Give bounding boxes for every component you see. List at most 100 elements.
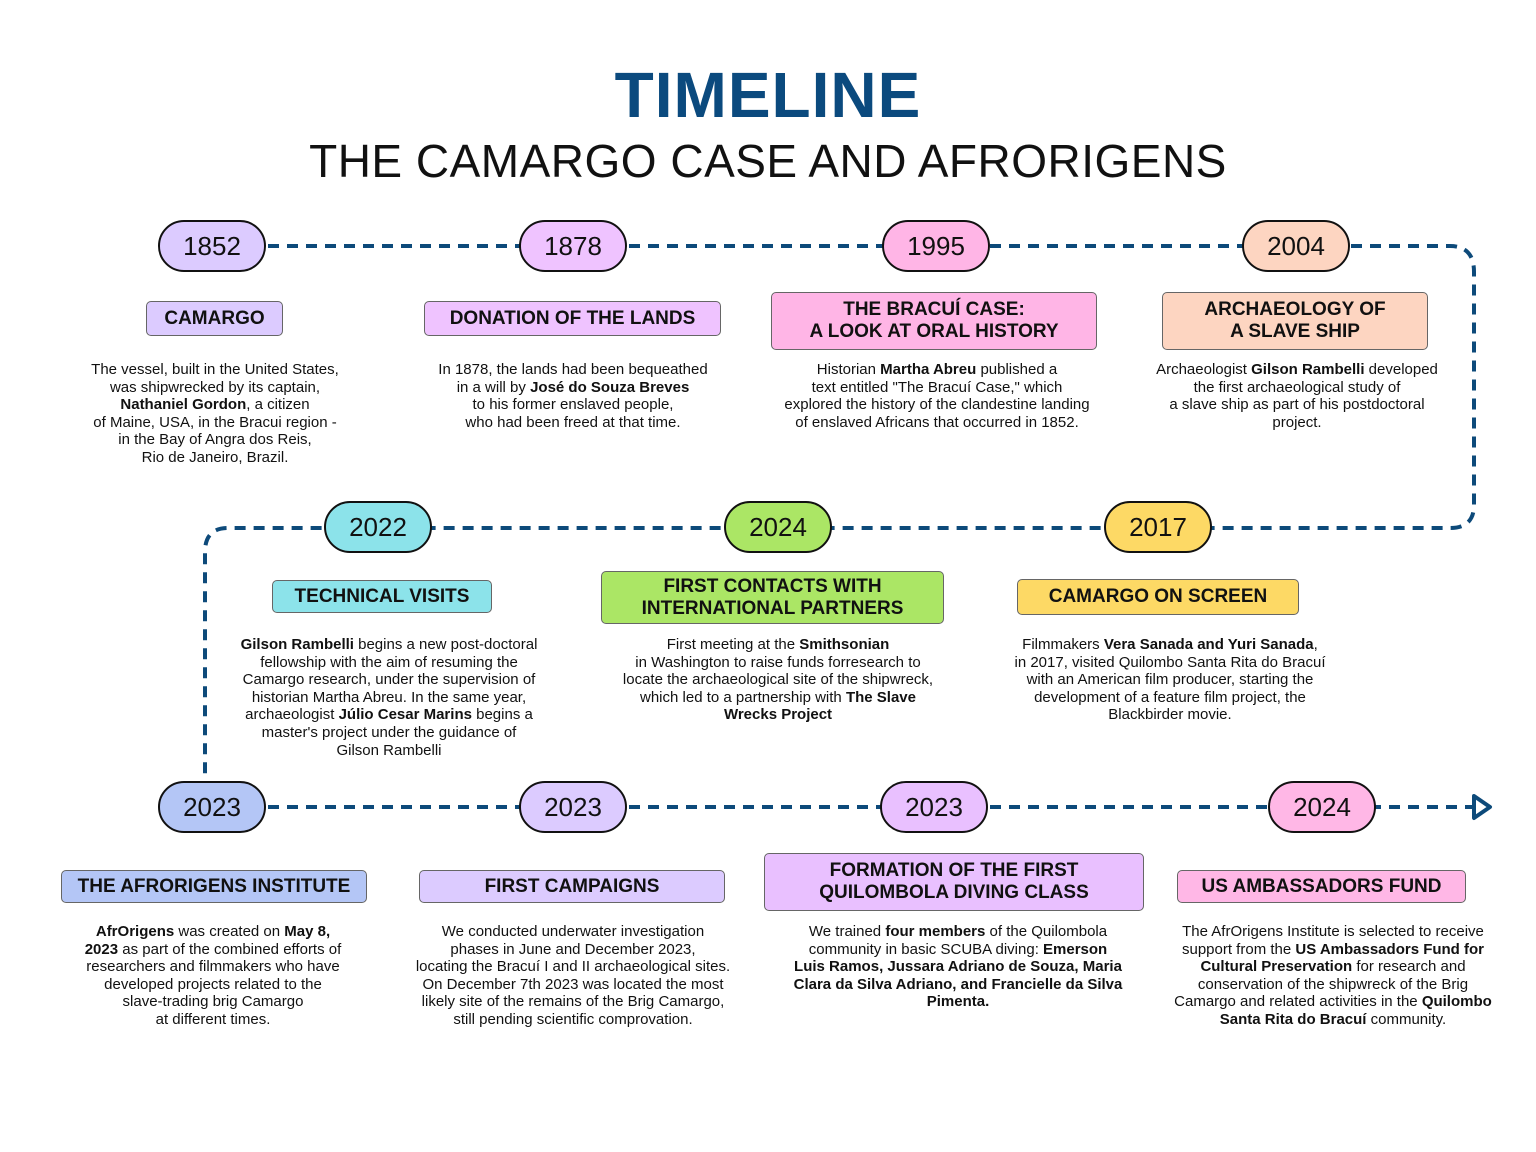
description-line: historian Martha Abreu. In the same year… [179,689,599,707]
page-title: TIMELINE [614,59,922,131]
description-line: to his former enslaved people, [363,396,783,414]
description-line: at different times. [3,1011,423,1029]
text: We trained [808,923,886,940]
description-line: conservation of the shipwreck of the Bri… [1123,976,1536,994]
text: in 2017, visited Quilombo Santa Rita do … [1014,653,1326,671]
event-description: Gilson Rambelli begins a new post-doctor… [179,636,599,759]
text: the first archaeological study of [1193,378,1401,396]
text: project. [1272,413,1322,431]
text: Camargo and related activities in the [1174,993,1422,1011]
text: as part of the combined efforts of [118,940,342,958]
bold-text: 2023 [84,940,119,958]
event-title-line: A LOOK AT ORAL HISTORY [809,321,1059,342]
bold-text: Santa Rita do Bracuí [1219,1010,1367,1028]
text: Camargo research, under the supervision … [242,671,536,689]
description-line: Rio de Janeiro, Brazil. [5,449,425,467]
year-badge: 2023 [880,781,988,833]
description-line: Cultural Preservation for research and [1123,958,1536,976]
text: begins a [471,706,533,724]
description-line: in Washington to raise funds forresearch… [568,654,988,672]
event-description: Filmmakers Vera Sanada and Yuri Sanada,i… [960,636,1380,724]
text: historian Martha Abreu. In the same year… [251,688,527,706]
description-line: who had been freed at that time. [363,414,783,432]
bold-text: US Ambassadors Fund for [1295,940,1485,958]
text: in Washington to raise funds forresearch… [635,653,921,671]
description-line: Gilson Rambelli begins a new post-doctor… [179,636,599,654]
event-title-line: US AMBASSADORS FUND [1201,875,1442,897]
text: slave-trading brig Camargo [122,993,304,1011]
arrow-right-icon [1472,794,1492,820]
text: in the Bay of Angra dos Reis, [118,431,312,449]
text: phases in June and December 2023, [450,940,696,958]
text: of Maine, USA, in the Bracui region - [93,413,337,431]
text: fellowship with the aim of resuming the [260,653,518,671]
bold-text: Luis Ramos, Jussara Adriano de Souza, Ma… [794,958,1122,976]
text: On December 7th 2023 was located the mos… [422,975,724,993]
description-line: the first archaeological study of [1087,379,1507,397]
description-line: We trained four members of the Quilombol… [748,923,1168,941]
description-line: The vessel, built in the United States, [5,361,425,379]
description-line: AfrOrigens was created on May 8, [3,923,423,941]
text: locating the Bracuí I and II archaeologi… [415,958,731,976]
text: support from the [1181,940,1296,958]
text: The AfrOrigens Institute is selected to … [1182,923,1484,940]
description-line: explored the history of the clandestine … [727,396,1147,414]
text: still pending scientific comprovation. [453,1010,693,1028]
text: archaeologist [245,706,339,724]
event-title-line: FIRST CONTACTS WITH [663,575,882,597]
text: , [1313,636,1318,653]
text: of enslaved Africans that occurred in 18… [795,413,1079,431]
bold-text: Nathaniel Gordon [120,396,247,414]
year-badge: 2004 [1242,220,1350,272]
text: researchers and filmmakers who have [86,958,340,976]
description-line: of Maine, USA, in the Bracui region - [5,414,425,432]
description-line: phases in June and December 2023, [363,941,783,959]
description-line: archaeologist Júlio Cesar Marins begins … [179,706,599,724]
event-title-line: TECHNICAL VISITS [294,585,470,607]
year-badge: 2024 [1268,781,1376,833]
text: likely site of the remains of the Brig C… [421,993,725,1011]
bold-text: Júlio Cesar Marins [338,706,472,724]
text: who had been freed at that time. [465,413,681,431]
text: First meeting at the [666,636,800,653]
bold-text: Cultural Preservation [1200,958,1353,976]
bold-text: The Slave [845,688,916,706]
description-line: Pimenta. [748,993,1168,1011]
year-badge: 1878 [519,220,627,272]
text: which led to a partnership with [640,688,846,706]
description-line: Nathaniel Gordon, a citizen [5,396,425,414]
text: was shipwrecked by its captain, [109,378,321,396]
text: begins a new post-doctoral [353,636,538,653]
year-badge: 2017 [1104,501,1212,553]
description-line: in a will by José do Souza Breves [363,379,783,397]
text: a slave ship as part of his postdoctoral [1169,396,1425,414]
description-line: still pending scientific comprovation. [363,1011,783,1029]
text: Archaeologist [1156,361,1252,378]
bold-text: AfrOrigens [95,923,175,940]
description-line: In 1878, the lands had been bequeathed [363,361,783,379]
description-line: slave-trading brig Camargo [3,993,423,1011]
bold-text: Emerson [1043,940,1108,958]
description-line: Historian Martha Abreu published a [727,361,1147,379]
text: We conducted underwater investigation [441,923,705,940]
year-badge: 2023 [519,781,627,833]
description-line: On December 7th 2023 was located the mos… [363,976,783,994]
description-line: community in basic SCUBA diving: Emerson [748,941,1168,959]
description-line: Gilson Rambelli [179,742,599,760]
year-badge: 2023 [158,781,266,833]
event-title-line: FIRST CAMPAIGNS [484,875,660,897]
text: explored the history of the clandestine … [784,396,1090,414]
description-line: locating the Bracuí I and II archaeologi… [363,958,783,976]
text: master's project under the guidance of [261,723,517,741]
description-line: Archaeologist Gilson Rambelli developed [1087,361,1507,379]
text: development of a feature film project, t… [1034,688,1306,706]
event-title-box: DONATION OF THE LANDS [424,301,721,336]
event-title-line: DONATION OF THE LANDS [449,307,696,329]
text: to his former enslaved people, [472,396,674,414]
text: The vessel, built in the United States, [91,361,339,378]
event-title-line: QUILOMBOLA DIVING CLASS [819,882,1089,903]
bold-text: Gilson Rambelli [1251,361,1365,378]
